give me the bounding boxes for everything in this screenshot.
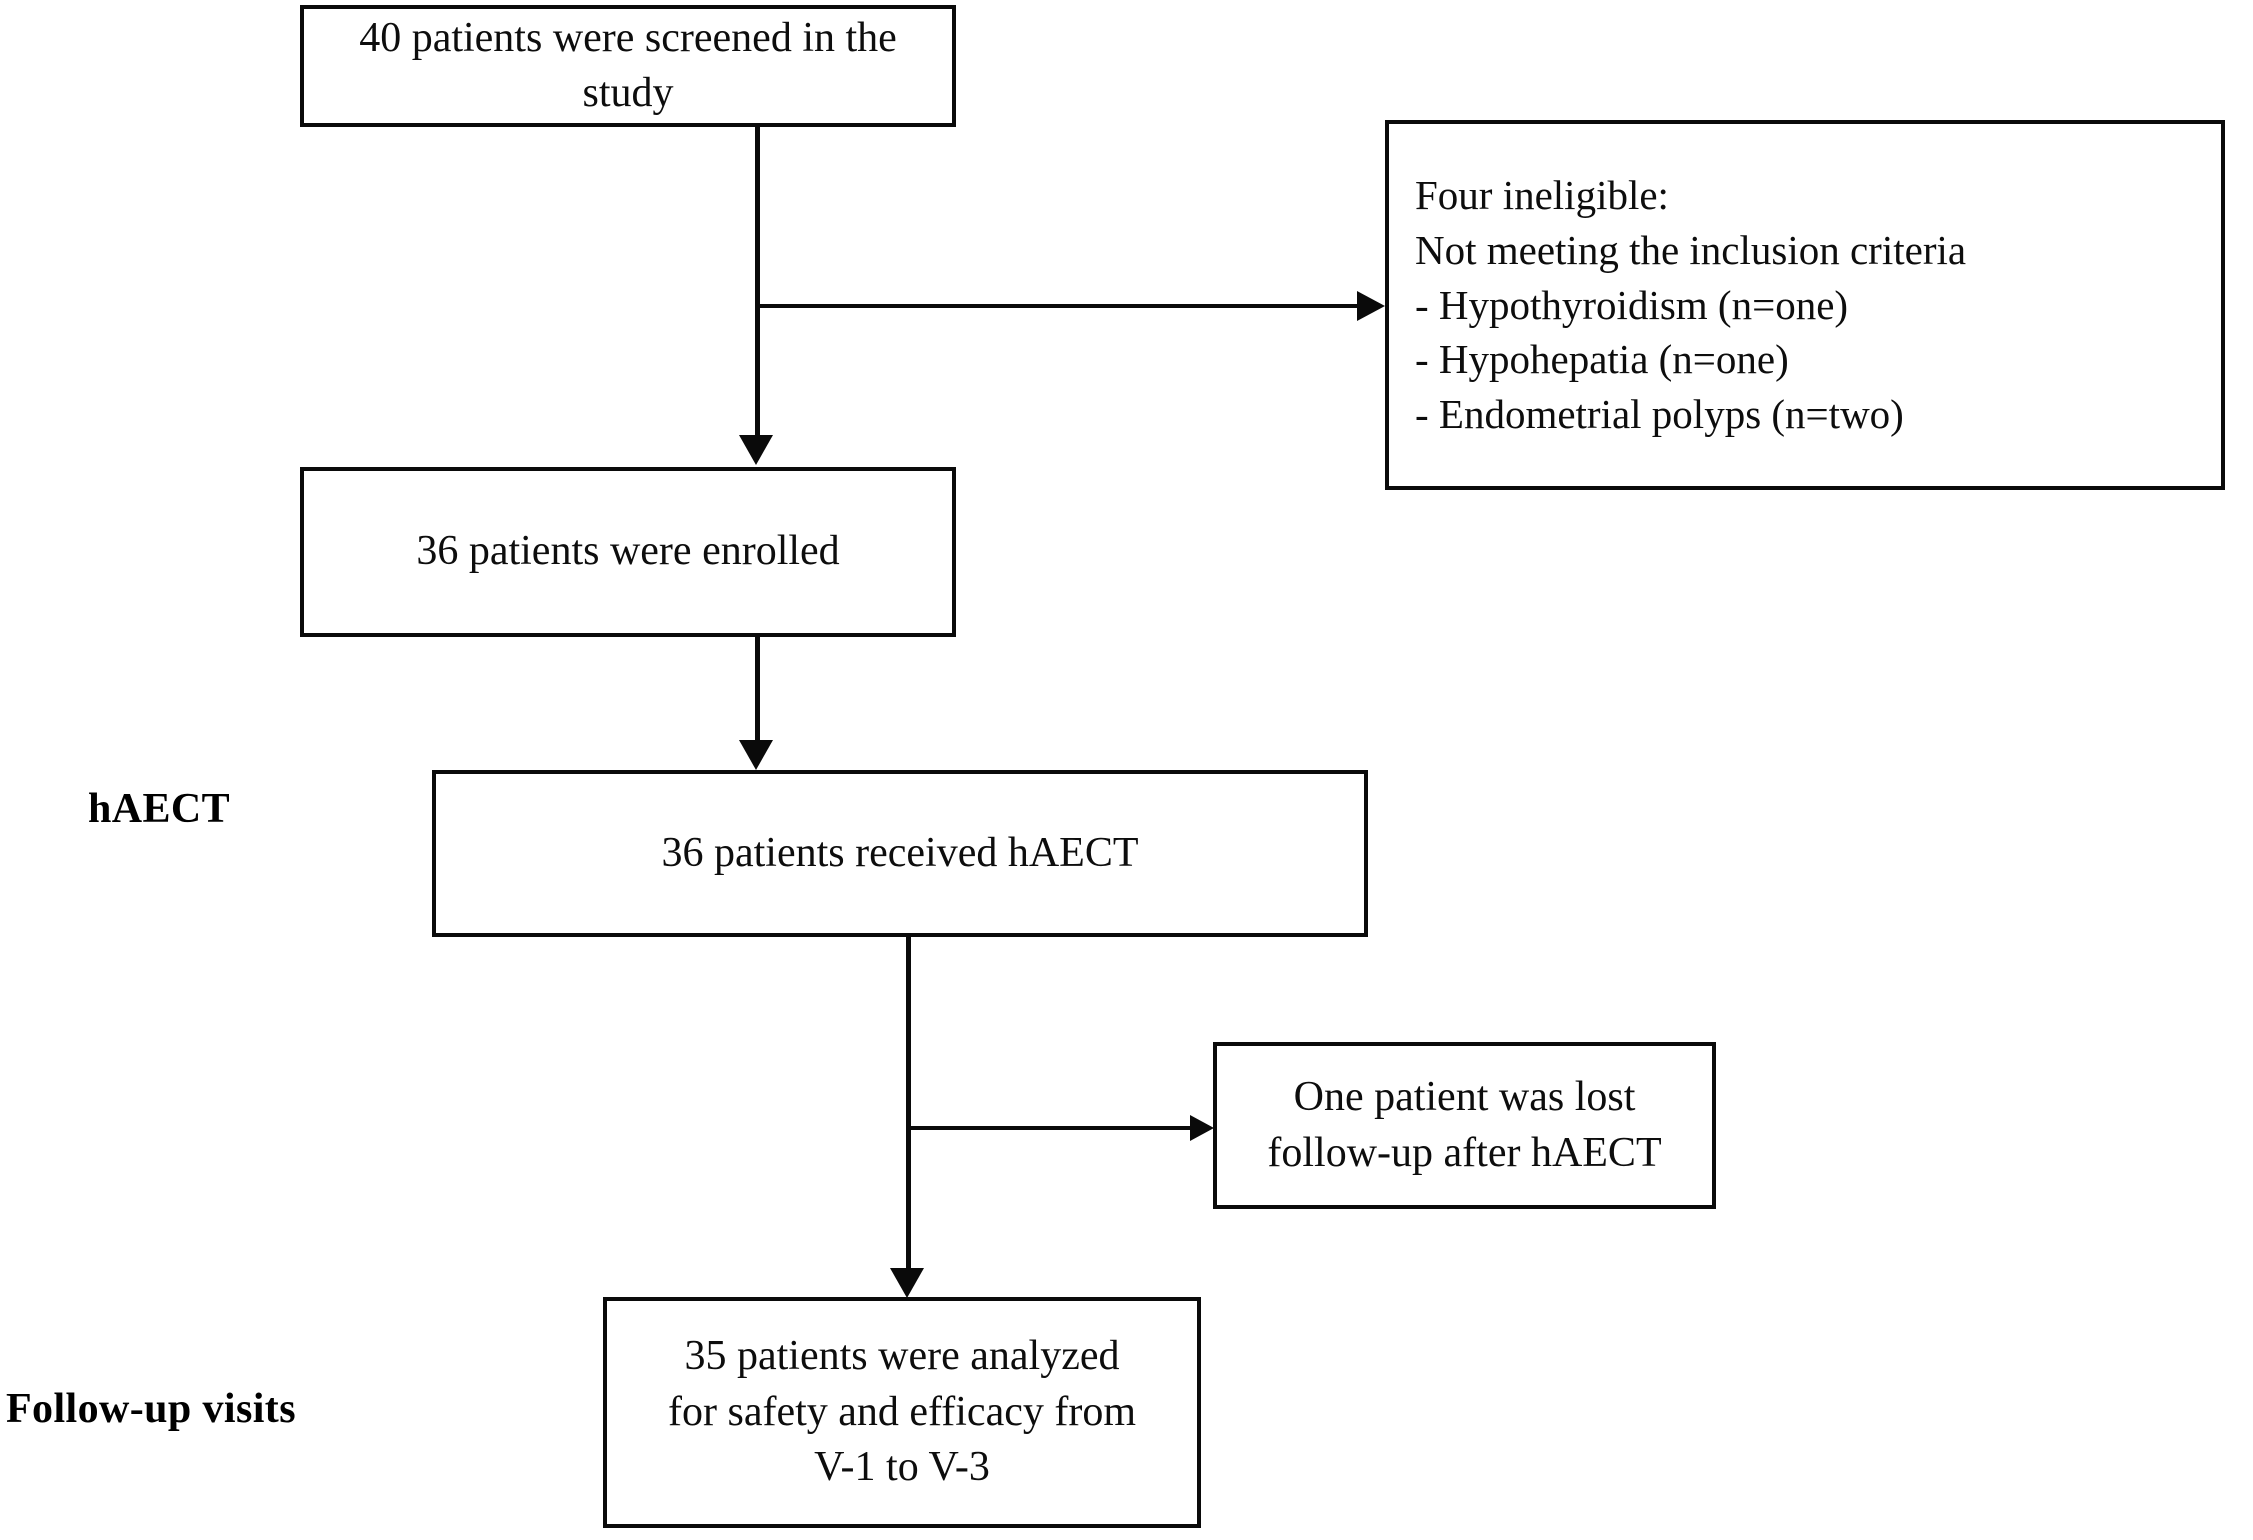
connector-received-to-analyzed-line <box>906 937 911 1270</box>
node-enrolled: 36 patients were enrolled <box>300 467 956 637</box>
connector-received-to-lost-line <box>908 1126 1190 1130</box>
connector-screened-to-enrolled-arrowhead <box>739 435 773 465</box>
node-ineligible: Four ineligible: Not meeting the inclusi… <box>1385 120 2225 490</box>
connector-screened-to-ineligible-line <box>757 304 1357 308</box>
stage-label-haect: hAECT <box>88 786 231 832</box>
connector-screened-to-ineligible-arrowhead <box>1357 291 1385 321</box>
connector-received-to-lost-arrowhead <box>1190 1115 1214 1141</box>
node-lost-followup: One patient was lost follow-up after hAE… <box>1213 1042 1716 1209</box>
connector-enrolled-to-received-arrowhead <box>739 740 773 770</box>
node-received-haect: 36 patients received hAECT <box>432 770 1368 937</box>
connector-screened-to-enrolled-line <box>755 127 760 435</box>
node-analyzed: 35 patients were analyzed for safety and… <box>603 1297 1201 1528</box>
node-screened: 40 patients were screened in the study <box>300 5 956 127</box>
connector-received-to-analyzed-arrowhead <box>890 1268 924 1298</box>
stage-label-followup: Follow-up visits <box>6 1386 296 1432</box>
connector-enrolled-to-received-line <box>755 637 760 743</box>
